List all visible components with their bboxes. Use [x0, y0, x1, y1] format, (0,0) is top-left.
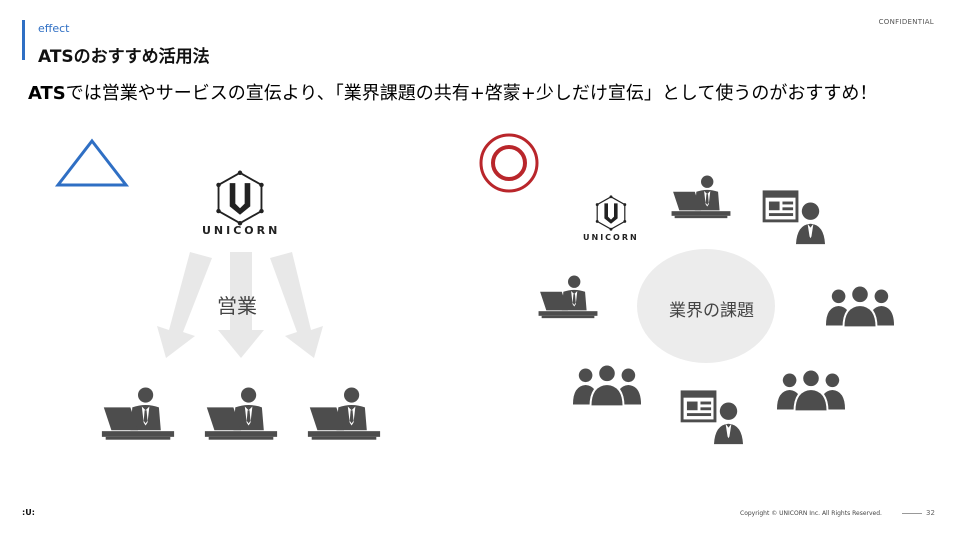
footer-divider: [902, 513, 922, 514]
desk-worker-icon: [101, 387, 175, 440]
unicorn-brand-name-small: UNICORN: [583, 233, 639, 242]
sales-arrows-icon: [157, 252, 323, 358]
section-eyebrow: effect: [38, 22, 70, 35]
headline-lead: ATS: [28, 83, 66, 104]
unicorn-logo-icon: [595, 195, 627, 231]
group-people-icon: [572, 363, 642, 407]
confidential-label: CONFIDENTIAL: [878, 18, 934, 26]
group-people-icon: [776, 368, 846, 412]
industry-issue-label: 業界の課題: [669, 301, 754, 321]
title-accent-bar: [22, 20, 25, 60]
desk-worker-icon: [538, 275, 598, 319]
headline: ATSでは営業やサービスの宣伝より、「業界課題の共有+啓蒙+少しだけ宣伝」として…: [28, 81, 938, 107]
web-reader-icon: [680, 390, 745, 446]
desk-worker-icon: [204, 387, 278, 440]
sales-label: 営業: [217, 294, 257, 318]
desk-worker-icon: [307, 387, 381, 440]
group-people-icon: [825, 284, 895, 328]
double-circle-icon: [479, 133, 539, 193]
footer-copyright: Copyright © UNICORN Inc. All Rights Rese…: [740, 510, 882, 517]
unicorn-brand-name: UNICORN: [202, 224, 281, 237]
industry-issue-ellipse: [637, 249, 775, 363]
desk-worker-icon: [671, 175, 731, 219]
web-reader-icon: [762, 190, 827, 246]
slide-title: ATSのおすすめ活用法: [38, 47, 210, 67]
page-number: 32: [926, 509, 935, 517]
footer-logo: :U:: [22, 508, 35, 517]
unicorn-logo-icon: [215, 170, 265, 226]
triangle-icon: [54, 138, 130, 187]
headline-text: では営業やサービスの宣伝より、「業界課題の共有+啓蒙+少しだけ宣伝」として使うの…: [65, 83, 878, 104]
